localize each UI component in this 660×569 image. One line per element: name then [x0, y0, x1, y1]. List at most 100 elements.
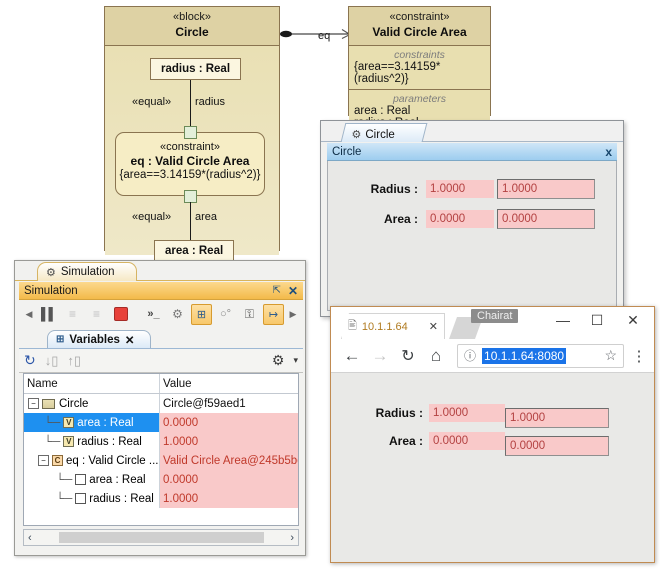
- animation-button[interactable]: ○°: [215, 304, 236, 325]
- column-header-value: Value: [160, 374, 298, 393]
- minimize-button[interactable]: —: [550, 309, 576, 331]
- home-icon[interactable]: ⌂: [423, 343, 449, 369]
- constraint-icon: C: [52, 455, 63, 466]
- refresh-icon[interactable]: ↻: [24, 352, 36, 369]
- run-to-cursor-button[interactable]: »_: [143, 304, 164, 325]
- table-row[interactable]: − C eq : Valid Circle ... Valid Circle A…: [24, 451, 298, 470]
- row-name-cell: └─ V area : Real: [24, 413, 160, 432]
- circle-block-name: Circle: [107, 25, 277, 40]
- url-text[interactable]: 10.1.1.64:8080: [482, 348, 566, 364]
- area-display-value: 0.0000: [426, 210, 494, 228]
- pause-button[interactable]: ▌▌: [38, 304, 59, 325]
- show-structure-button[interactable]: ⊞: [191, 304, 212, 325]
- lock-button[interactable]: ⚿: [239, 304, 260, 325]
- tab-variables[interactable]: ⊞ Variables ✕: [47, 330, 151, 348]
- browser-tab[interactable]: 🖹 10.1.1.64 ✕: [341, 313, 445, 339]
- area-property-box[interactable]: area : Real: [154, 240, 234, 262]
- row-name-cell: └─ radius : Real: [24, 489, 160, 508]
- expander-icon[interactable]: −: [38, 455, 49, 466]
- expander-icon[interactable]: −: [28, 398, 39, 409]
- variables-toolbar: ↻ ↓▯ ↑▯ ⚙ ▾: [19, 349, 303, 373]
- area-input[interactable]: 0.0000: [497, 209, 595, 229]
- constraint-parameter-port-radius[interactable]: [184, 126, 197, 139]
- circle-block[interactable]: «block» Circle radius : Real «equal» rad…: [104, 6, 280, 251]
- stop-button[interactable]: [110, 304, 131, 325]
- tree-guide: └─: [56, 474, 72, 486]
- close-icon[interactable]: ✕: [288, 284, 298, 298]
- collapse-left-arrow[interactable]: ◀: [23, 304, 35, 325]
- simulation-window[interactable]: ⚙ Simulation Simulation ⇱ ✕ ◀ ▌▌ ≡ ≡ »_ …: [14, 260, 306, 556]
- browser-area-field-row: Area : 0.0000 0.0000: [365, 431, 609, 451]
- row-name-cell: − C eq : Valid Circle ...: [24, 451, 160, 470]
- open-ui-button[interactable]: ↦: [263, 304, 284, 325]
- radius-property-box[interactable]: radius : Real: [150, 58, 241, 80]
- close-icon[interactable]: ✕: [125, 333, 135, 347]
- reload-icon[interactable]: ↻: [395, 343, 421, 369]
- eq-constraint-property[interactable]: «constraint» eq : Valid Circle Area {are…: [115, 132, 265, 196]
- scroll-left-arrow[interactable]: ‹: [24, 532, 36, 544]
- circle-ui-window[interactable]: ⚙ Circle Circle x Radius : 1.0000 1.0000…: [320, 120, 624, 317]
- area-field-label: Area :: [352, 212, 418, 226]
- user-profile-label[interactable]: Chairat: [471, 309, 518, 323]
- table-row[interactable]: └─ radius : Real 1.0000: [24, 489, 298, 508]
- row-name-cell: └─ V radius : Real: [24, 432, 160, 451]
- maximize-icon[interactable]: ⇱: [273, 285, 281, 296]
- browser-radius-label: Radius :: [365, 406, 423, 420]
- variables-horizontal-scrollbar[interactable]: ‹ ›: [23, 529, 299, 546]
- variables-table[interactable]: Name Value − Circle Circle@f59aed1 └─ V …: [23, 373, 299, 526]
- valid-circle-area-constraint-block[interactable]: «constraint» Valid Circle Area constrain…: [348, 6, 491, 116]
- column-header-name: Name: [24, 374, 160, 393]
- tab-circle[interactable]: ⚙ Circle: [341, 123, 428, 142]
- scroll-right-arrow[interactable]: ›: [286, 532, 298, 544]
- tree-icon: ⊞: [56, 334, 64, 345]
- circle-panel-body: Radius : 1.0000 1.0000 Area : 0.0000 0.0…: [327, 161, 617, 311]
- scrollbar-thumb[interactable]: [59, 532, 264, 543]
- browser-window[interactable]: 🖹 10.1.1.64 ✕ Chairat — ☐ ✕ ← → ↻ ⌂ ⓘ 10…: [330, 306, 655, 563]
- expand-right-arrow[interactable]: ▶: [287, 304, 299, 325]
- browser-area-display-value: 0.0000: [429, 432, 505, 450]
- info-icon[interactable]: ⓘ: [464, 347, 476, 364]
- expand-all-icon[interactable]: ↓▯: [45, 353, 59, 369]
- settings-gear-button[interactable]: ⚙: [167, 304, 188, 325]
- close-button[interactable]: ✕: [620, 309, 646, 331]
- maximize-button[interactable]: ☐: [584, 309, 610, 331]
- browser-area-input[interactable]: 0.0000: [505, 436, 609, 456]
- circle-block-header: «block» Circle: [105, 7, 279, 46]
- row-value-cell[interactable]: 1.0000: [160, 432, 298, 451]
- row-name-cell: └─ area : Real: [24, 470, 160, 489]
- value-property-icon: V: [63, 436, 74, 447]
- menu-icon[interactable]: ⋮: [632, 343, 646, 369]
- eq-constraint-expression: {area==3.14159*(radius^2)}: [116, 169, 264, 181]
- bookmark-icon[interactable]: ☆: [604, 347, 617, 364]
- browser-titlebar[interactable]: 🖹 10.1.1.64 ✕ Chairat — ☐ ✕: [331, 307, 654, 339]
- binding-connector-area-stereotype: «equal»: [132, 211, 171, 223]
- row-name-cell: − Circle: [24, 394, 160, 413]
- row-value-cell[interactable]: 0.0000: [160, 413, 298, 432]
- table-row[interactable]: └─ V area : Real 0.0000: [24, 413, 298, 432]
- table-row[interactable]: − Circle Circle@f59aed1: [24, 394, 298, 413]
- row-value-cell[interactable]: 1.0000: [160, 489, 298, 508]
- radius-input[interactable]: 1.0000: [497, 179, 595, 199]
- table-row[interactable]: └─ V radius : Real 1.0000: [24, 432, 298, 451]
- constraint-block-name: Valid Circle Area: [351, 25, 488, 40]
- browser-radius-field-row: Radius : 1.0000 1.0000: [365, 403, 609, 423]
- collapse-all-icon[interactable]: ↑▯: [67, 353, 81, 369]
- table-row[interactable]: └─ area : Real 0.0000: [24, 470, 298, 489]
- back-icon[interactable]: ←: [339, 343, 365, 369]
- close-icon[interactable]: ✕: [429, 320, 438, 333]
- gear-icon: ⚙: [352, 128, 362, 141]
- tab-circle-label: Circle: [366, 128, 395, 140]
- options-dropdown-icon[interactable]: ▾: [293, 355, 298, 366]
- forward-icon[interactable]: →: [367, 343, 393, 369]
- step-into-button[interactable]: ≡: [62, 304, 83, 325]
- tab-simulation[interactable]: ⚙ Simulation: [37, 262, 137, 281]
- row-value-cell[interactable]: 0.0000: [160, 470, 298, 489]
- browser-navbar: ← → ↻ ⌂ ⓘ 10.1.1.64:8080 ☆ ⋮: [331, 339, 654, 373]
- step-over-button[interactable]: ≡: [86, 304, 107, 325]
- close-icon[interactable]: x: [605, 145, 612, 159]
- omnibox[interactable]: ⓘ 10.1.1.64:8080 ☆: [457, 344, 624, 368]
- browser-radius-input[interactable]: 1.0000: [505, 408, 609, 428]
- options-gear-icon[interactable]: ⚙: [272, 352, 285, 369]
- circle-block-body: radius : Real «equal» radius «constraint…: [105, 46, 279, 255]
- row-value-cell[interactable]: Valid Circle Area@245b5bc: [160, 451, 298, 470]
